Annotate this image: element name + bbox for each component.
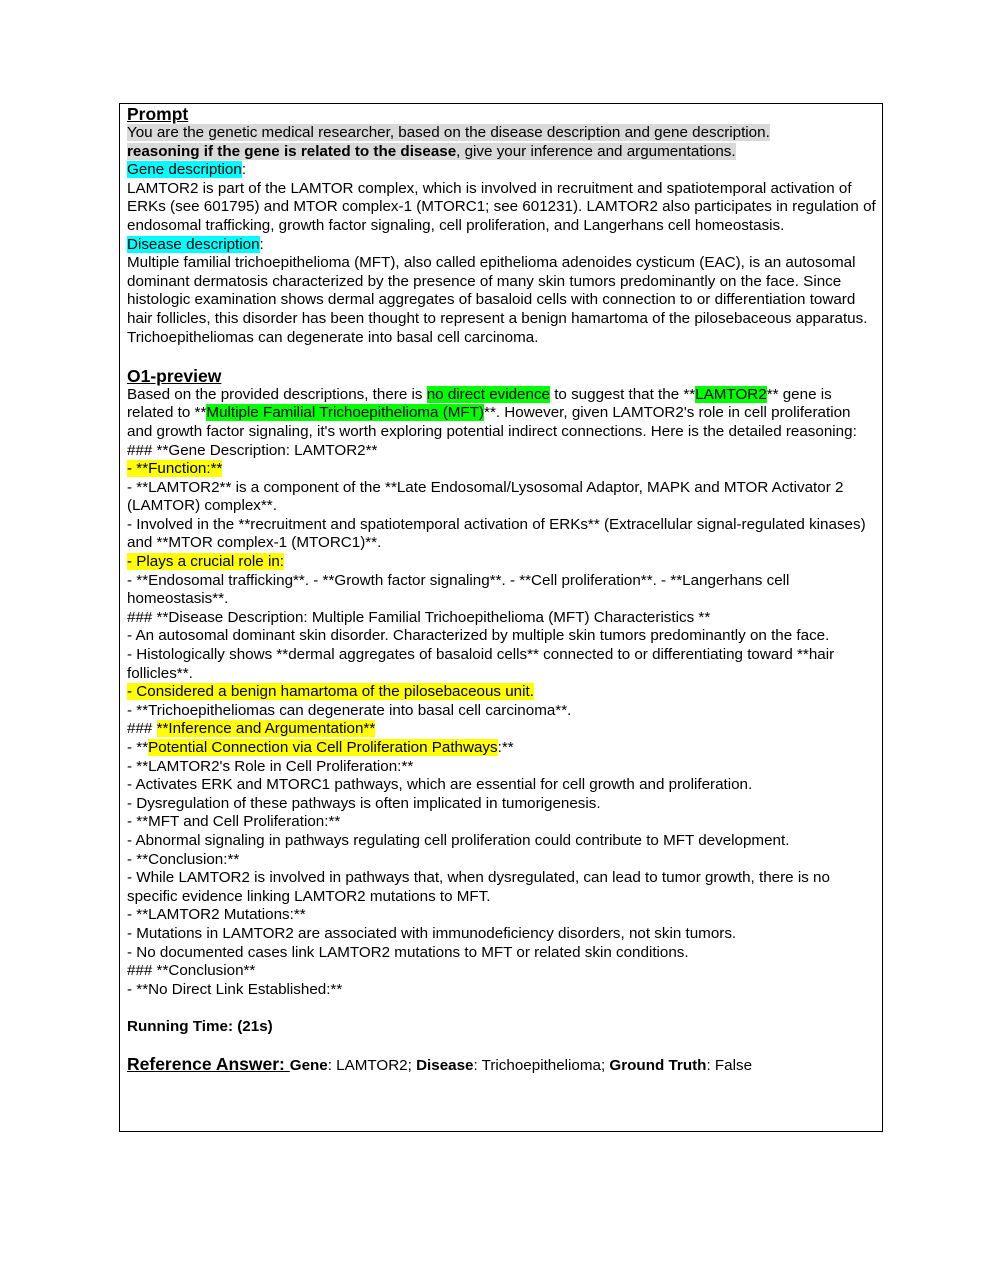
involved-line: - Involved in the **recruitment and spat… [127,515,866,552]
mutations-detail-1: - Mutations in LAMTOR2 are associated wi… [127,924,737,942]
disease-highlight: Multiple Familial Trichoepithelioma (MFT… [206,404,485,422]
component-line: - **LAMTOR2** is a component of the **La… [127,478,844,515]
prompt-intro-line1: You are the genetic medical researcher, … [127,124,770,141]
benign-line: - Considered a benign hamartoma of the p… [127,683,534,701]
document-body: Prompt You are the genetic medical resea… [127,104,877,1076]
no-direct-evidence-highlight: no direct evidence [426,385,550,403]
gene-label: Gene description [127,161,242,179]
reference-answer: Reference Answer: Gene: LAMTOR2; Disease… [127,1054,753,1075]
no-direct-link-line: - **No Direct Link Established:** [127,980,343,998]
mutations-detail-2: - No documented cases link LAMTOR2 mutat… [127,943,689,961]
prompt-intro: You are the genetic medical researcher, … [127,124,877,161]
running-time: Running Time: (21s) [127,1017,273,1035]
histology-line: - Histologically shows **dermal aggregat… [127,646,835,682]
potential-connection-line: - **Potential Connection via Cell Prolif… [127,739,514,756]
roles-line: - **Endosomal trafficking**. - **Growth … [127,571,790,608]
plays-role-line: - Plays a crucial role in: [127,553,284,571]
inference-heading: ### **Inference and Argumentation** [127,720,376,738]
while-line: - While LAMTOR2 is involved in pathways … [127,869,830,905]
trichoepithelioma-line: - **Trichoepitheliomas can degenerate in… [127,701,572,719]
role-cell-proliferation-line: - **LAMTOR2's Role in Cell Proliferation… [127,757,414,775]
reference-title: Reference Answer: [127,1054,290,1075]
gene-label-line: Gene description: [127,161,247,179]
mutations-line: - **LAMTOR2 Mutations:** [127,906,306,924]
mft-proliferation-line: - **MFT and Cell Proliferation:** [127,813,341,831]
autosomal-line: - An autosomal dominant skin disorder. C… [127,627,830,645]
abnormal-signaling-line: - Abnormal signaling in pathways regulat… [127,831,790,849]
response-intro: Based on the provided descriptions, ther… [127,385,857,440]
content-frame [119,103,883,1132]
prompt-heading: Prompt [127,104,189,124]
activates-line: - Activates ERK and MTORC1 pathways, whi… [127,776,753,794]
disease-section-heading: ### **Disease Description: Multiple Fami… [127,608,711,626]
gene-highlight: LAMTOR2 [695,385,767,403]
conclusion-heading: ### **Conclusion** [127,962,256,980]
prompt-intro-rest: , give your inference and argumentations… [456,142,736,160]
disease-label: Disease description [127,235,260,253]
disease-text: Multiple familial trichoepithelioma (MFT… [127,254,868,346]
gene-text: LAMTOR2 is part of the LAMTOR complex, w… [127,179,876,234]
function-line: - **Function:** [127,460,223,478]
disease-label-line: Disease description: [127,235,264,253]
response-heading: O1-preview [127,365,222,386]
gene-section-heading: ### **Gene Description: LAMTOR2** [127,441,378,459]
dysregulation-line: - Dysregulation of these pathways is oft… [127,794,601,812]
prompt-intro-bold: reasoning if the gene is related to the … [127,142,457,160]
conclusion-sub-line: - **Conclusion:** [127,850,240,868]
